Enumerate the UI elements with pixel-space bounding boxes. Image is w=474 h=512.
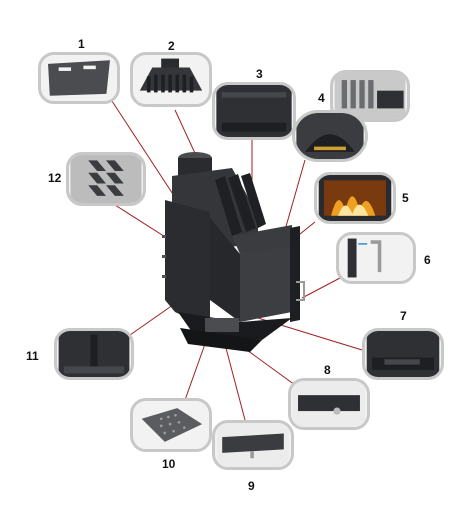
grate-image [134,401,208,449]
heat-exchanger-fins [215,173,266,236]
leader-line-1 [109,97,181,206]
label-11: 11 [26,349,39,363]
side-wall-image [58,331,130,377]
throat-plate [232,225,292,254]
air-arch-image [296,113,364,159]
ash-pan-image [292,381,366,427]
label-10: 10 [162,457,176,471]
back-wall [210,218,240,322]
label-7: 7 [400,309,407,323]
label-8: 8 [324,363,331,377]
front-frame [290,226,300,322]
callout-3-smoke-chamber [212,82,296,140]
door-handle-image [340,235,412,281]
label-1: 1 [78,37,85,51]
smoke-chamber-image [216,85,292,137]
leader-line-9 [225,347,246,421]
ash-tray-image [216,423,290,467]
baffle-plate-image [48,60,110,96]
callout-10-grate [130,398,212,452]
callout-9-ash-tray [212,420,294,470]
door-glass-image [318,175,392,221]
label-4: 4 [318,91,325,105]
heat-exchanger-image [139,58,203,93]
callout-7-firebox-bottom [362,328,444,380]
left-side-panel [165,200,210,328]
callout-12-heat-fins [66,152,146,206]
grate [205,318,239,332]
callout-2-heat-exchanger [130,52,212,107]
callout-1-baffle-plate [38,52,120,104]
label-5: 5 [402,191,409,205]
leader-line-6 [301,277,341,299]
ash-pan [180,328,262,352]
label-6: 6 [424,253,431,267]
heat-fins-image [70,155,142,203]
callout-11-side-wall [54,328,134,380]
callout-4-air-arch [292,110,368,162]
leader-line-12 [114,204,171,241]
right-inner-wall [240,246,292,322]
callout-5-door-glass [314,172,396,224]
door-handle [296,281,305,301]
mounting-tabs [162,235,166,278]
firebox-bottom-image [366,331,440,377]
callout-8-ash-pan [288,378,370,430]
label-2: 2 [168,39,175,53]
label-12: 12 [48,171,62,185]
callout-6-door-handle [336,232,416,284]
label-9: 9 [248,479,255,493]
label-3: 3 [256,67,263,81]
leader-line-4 [284,159,306,231]
